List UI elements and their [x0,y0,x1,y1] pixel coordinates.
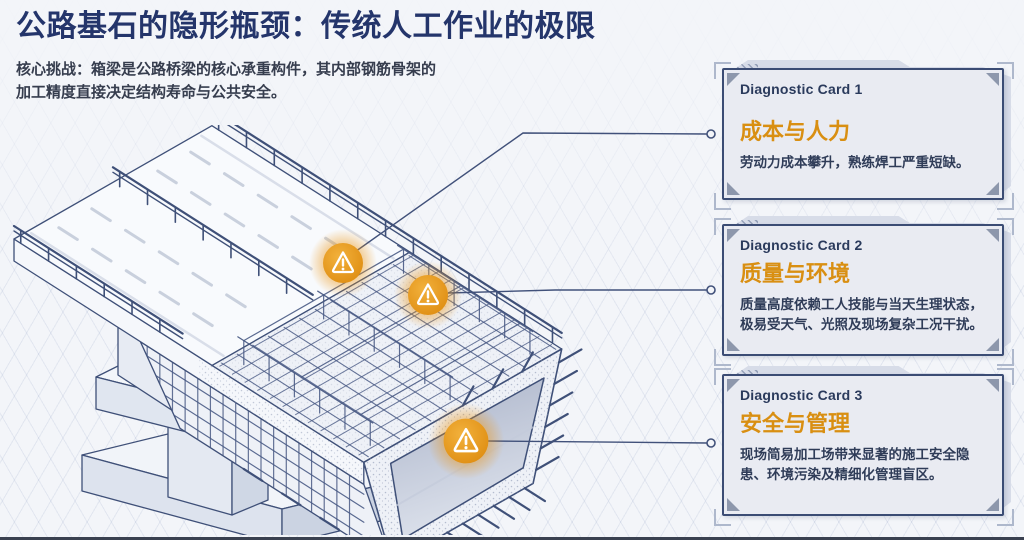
corner-triangle-icon [727,229,740,242]
corner-bracket-icon [997,218,1014,235]
card-title: 质量与环境 [740,261,851,286]
page-subtitle: 核心挑战：箱梁是公路桥梁的核心承重构件，其内部钢筋骨架的加工精度直接决定结构寿命… [16,60,437,101]
diagnostic-card-1: Diagnostic Card 1 成本与人力 劳动力成本攀升，熟练焊工严重短缺… [714,60,1014,210]
corner-bracket-icon [997,193,1014,210]
corner-bracket-icon [997,368,1014,385]
corner-bracket-icon [714,349,731,366]
corner-bracket-icon [997,509,1014,526]
corner-triangle-icon [727,379,740,392]
corner-triangle-icon [986,338,999,351]
corner-bracket-icon [997,349,1014,366]
card-label: Diagnostic Card 1 [740,81,863,97]
card-title: 安全与管理 [740,411,851,436]
card-panel: Diagnostic Card 2 质量与环境 质量高度依赖工人技能与当天生理状… [722,224,1004,356]
corner-triangle-icon [727,338,740,351]
card-body: 质量高度依赖工人技能与当天生理状态，极易受天气、光照及现场复杂工况干扰。 [740,297,983,333]
corner-bracket-icon [714,218,731,235]
corner-bracket-icon [714,368,731,385]
card-label: Diagnostic Card 2 [740,237,863,253]
box-girder-bridge-illustration [12,125,583,535]
corner-triangle-icon [727,498,740,511]
card-panel: Diagnostic Card 3 安全与管理 现场简易加工场带来显著的施工安全… [722,374,1004,516]
corner-bracket-icon [714,509,731,526]
card-title: 成本与人力 [740,119,851,144]
card-body: 劳动力成本攀升，熟练焊工严重短缺。 [740,155,970,170]
slide-bottom-border [0,537,1024,540]
corner-triangle-icon [986,182,999,195]
corner-bracket-icon [714,62,731,79]
page-title: 公路基石的隐形瓶颈：传统人工作业的极限 [16,10,596,43]
card-body: 现场简易加工场带来显著的施工安全隐患、环境污染及精细化管理盲区。 [740,447,970,483]
card-panel: Diagnostic Card 1 成本与人力 劳动力成本攀升，熟练焊工严重短缺… [722,68,1004,200]
corner-bracket-icon [997,62,1014,79]
corner-triangle-icon [986,498,999,511]
diagnostic-card-2: Diagnostic Card 2 质量与环境 质量高度依赖工人技能与当天生理状… [714,216,1014,366]
corner-bracket-icon [714,193,731,210]
corner-triangle-icon [727,73,740,86]
header: 公路基石的隐形瓶颈：传统人工作业的极限 核心挑战：箱梁是公路桥梁的核心承重构件，… [16,8,716,104]
corner-triangle-icon [727,182,740,195]
card-label: Diagnostic Card 3 [740,387,863,403]
diagnostic-card-3: Diagnostic Card 3 安全与管理 现场简易加工场带来显著的施工安全… [714,366,1014,526]
